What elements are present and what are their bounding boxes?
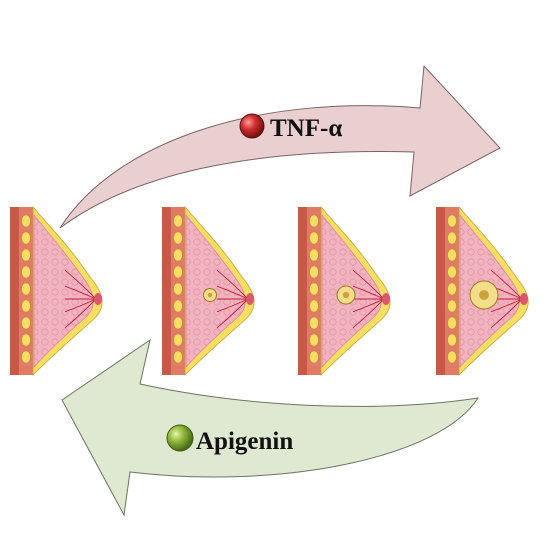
fat-cell [447,350,457,364]
tumor-core [479,290,489,300]
fat-cell [447,333,457,347]
fat-cell [309,299,319,313]
fat-cell [173,350,183,364]
fat-cell [309,333,319,347]
fat-cell [21,316,31,330]
fat-cell [173,299,183,313]
fat-cell [309,282,319,296]
breast-cross-sections [10,205,529,376]
fat-cell [447,214,457,228]
apigenin-arrow-body [61,338,480,517]
chest-wall [298,207,307,375]
fat-cell [309,214,319,228]
fat-cell [173,316,183,330]
tumor-core [342,291,350,299]
fat-cell [309,265,319,279]
fat-cell [309,316,319,330]
chest-wall [436,207,445,375]
fat-cell [21,265,31,279]
nipple [520,293,528,305]
fat-cell [21,350,31,364]
fat-cell [21,248,31,262]
fat-cell [21,231,31,245]
fat-cell [447,316,457,330]
fat-cell [173,282,183,296]
fat-cell [173,214,183,228]
apigenin-label: Apigenin [196,428,293,455]
fat-cell [21,214,31,228]
fat-cell [173,333,183,347]
nipple [94,293,102,305]
fat-cell [447,282,457,296]
tumor-core [207,292,213,298]
fat-cell [447,265,457,279]
tnf-alpha-label: TNF-α [270,115,342,142]
nipple [382,293,390,305]
tnf-alpha-arrow-body [59,64,501,229]
fat-cell [309,248,319,262]
fat-cell [21,299,31,313]
milk-ducts [352,269,385,329]
apigenin-arrow: Apigenin [61,338,480,517]
tnf-alpha-marker-icon [239,113,265,139]
breast-panel-early [162,205,255,376]
fat-cell [21,333,31,347]
fat-cell [447,248,457,262]
tnf-alpha-arrow: TNF-α [59,64,501,229]
nipple [246,293,254,305]
fat-cell [447,299,457,313]
milk-ducts [64,269,97,329]
fat-cell [21,282,31,296]
fat-cell [173,231,183,245]
milk-ducts [216,269,249,329]
breast-panel-advanced [436,205,529,376]
fat-cell [173,248,183,262]
chest-wall [10,207,19,375]
fat-cell [447,231,457,245]
fat-cell [309,350,319,364]
chest-wall [162,207,171,375]
breast-panel-normal [10,205,103,376]
apigenin-marker-icon [166,424,194,452]
fat-cell [309,231,319,245]
breast-panel-growing [298,205,391,376]
fat-cell [173,265,183,279]
